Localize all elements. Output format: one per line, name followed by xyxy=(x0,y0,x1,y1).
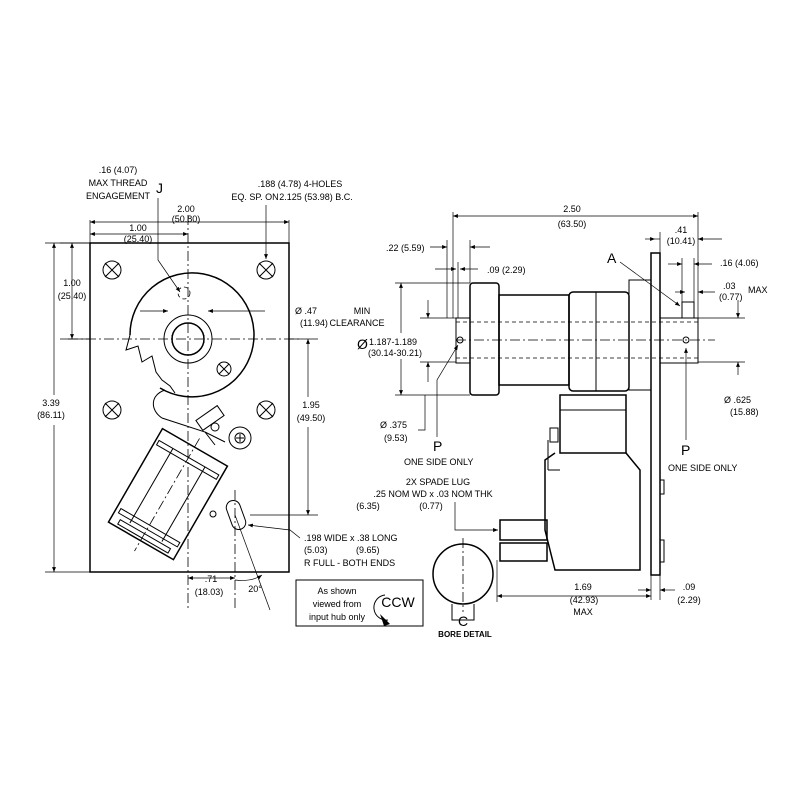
spade-lug-1 xyxy=(499,519,548,541)
motor-can xyxy=(559,394,627,454)
dim-flange-offset: .41 xyxy=(675,225,688,235)
dim-width-2-00-mm: (50.80) xyxy=(172,214,201,224)
label-j: J xyxy=(156,180,163,196)
linkage-block xyxy=(195,404,225,432)
note-line-3: input hub only xyxy=(309,612,366,622)
dim-holes-dia: .188 (4.78) 4-HOLES xyxy=(258,179,343,189)
dim-slot-width-mm: (5.03) xyxy=(304,545,328,555)
dim-length-2-50-mm: (63.50) xyxy=(558,219,587,229)
dim-spade-width-mm: (6.35) xyxy=(356,501,380,511)
dim-width-2-00: 2.00 xyxy=(177,204,195,214)
dim-depth: 1.69 xyxy=(574,582,592,592)
dim-length-2-50: 2.50 xyxy=(563,204,581,214)
label-a: A xyxy=(607,250,617,266)
gear-housing-rear xyxy=(568,291,630,392)
mounting-plate xyxy=(89,242,290,573)
label-eq-sp: EQ. SP. ON xyxy=(231,192,278,202)
dim-shaft-dia: Ø .625 xyxy=(724,395,751,405)
side-view: 2.50 (63.50) .41 (10.41) A .16 (4.06) .0… xyxy=(356,204,767,639)
label-c: C xyxy=(458,613,468,629)
dim-bolt-circle: 2.125 (53.98) B.C. xyxy=(279,192,353,202)
note-line-1: As shown xyxy=(317,586,356,596)
shaft-key xyxy=(681,301,695,319)
dim-flange-thk-mm: (2.29) xyxy=(677,595,701,605)
spade-lug-2 xyxy=(499,542,548,562)
corner-hole-tl xyxy=(102,260,122,280)
dim-key-width: .16 (4.06) xyxy=(720,258,759,268)
dim-center-to-slot: 1.95 xyxy=(302,400,320,410)
dim-angle: 20° xyxy=(248,584,262,594)
dim-hub-step: .22 (5.59) xyxy=(386,243,425,253)
label-ccw: CCW xyxy=(381,594,415,610)
side-mounting-plate xyxy=(650,252,661,576)
hub-flange xyxy=(469,282,500,396)
label-r-full: R FULL - BOTH ENDS xyxy=(304,558,395,568)
label-clearance: CLEARANCE xyxy=(329,318,384,328)
label-max-flat: MAX xyxy=(748,285,768,295)
dim-pilot-dia: 1.187-1.189 xyxy=(369,337,417,347)
dim-flange-offset-mm: (10.41) xyxy=(667,236,696,246)
label-p-left: P xyxy=(433,438,442,454)
motor-bracket xyxy=(544,452,641,571)
dim-top-to-center-mm: (25.40) xyxy=(58,291,87,301)
label-one-side-only-left: ONE SIDE ONLY xyxy=(404,457,473,467)
pivot-boss xyxy=(228,426,252,450)
front-view: 2.00 (50.80) 1.00 (25.40) .16 (4.07) MAX… xyxy=(33,165,398,611)
label-p-right: P xyxy=(681,442,690,458)
dim-slot-offset: .71 xyxy=(205,574,218,584)
dim-spade-thk-mm: (0.77) xyxy=(419,501,443,511)
note-box xyxy=(295,579,424,627)
corner-hole-ml xyxy=(102,400,122,420)
bore-detail: C BORE DETAIL xyxy=(432,538,494,639)
threaded-hole xyxy=(177,286,191,300)
dim-hub-dia: Ø .47 xyxy=(295,306,317,316)
dim-slot-offset-mm: (18.03) xyxy=(195,587,224,597)
dim-hub-lip: .09 (2.29) xyxy=(487,265,526,275)
hub-pilot xyxy=(455,317,471,364)
dim-height-3-39-mm: (86.11) xyxy=(37,410,65,420)
dim-width-1-00: 1.00 xyxy=(129,223,147,233)
rotation-note: As shown viewed from input hub only CCW xyxy=(295,579,424,627)
gear-teeth-cut xyxy=(125,334,176,394)
linkage-arm xyxy=(152,389,216,446)
dim-flat-depth-mm: (0.77) xyxy=(719,292,743,302)
dia-symbol-pilot: Ø xyxy=(357,336,368,352)
label-max-thread: MAX THREAD xyxy=(89,178,148,188)
dim-width-1-00-mm: (25.40) xyxy=(124,234,153,244)
gear-disc xyxy=(129,272,255,398)
dim-top-to-center: 1.00 xyxy=(63,278,81,288)
label-one-side-only-right: ONE SIDE ONLY xyxy=(668,463,737,473)
label-bore-detail: BORE DETAIL xyxy=(438,630,492,639)
label-spade-lug: 2X SPADE LUG xyxy=(406,477,470,487)
hole-small-right xyxy=(216,361,232,377)
dim-pilot-dia-mm: (30.14-30.21) xyxy=(368,348,422,358)
label-min: MIN xyxy=(354,306,371,316)
output-shaft xyxy=(659,317,699,364)
dim-slot-size: .198 WIDE x .38 LONG xyxy=(304,533,398,543)
dim-hub-bore: Ø .375 xyxy=(380,420,407,430)
dim-height-3-39: 3.39 xyxy=(42,398,60,408)
motor-body xyxy=(107,427,229,561)
dim-thread-depth: .16 (4.07) xyxy=(99,165,138,175)
dim-center-to-slot-mm: (49.50) xyxy=(297,413,326,423)
dim-shaft-dia-mm: (15.88) xyxy=(730,407,759,417)
dim-depth-mm: (42.93) xyxy=(570,595,599,605)
dim-flange-thk: .09 xyxy=(683,582,696,592)
dim-slot-length-mm: (9.65) xyxy=(356,545,380,555)
mounting-slot xyxy=(225,499,247,531)
label-engagement: ENGAGEMENT xyxy=(86,191,151,201)
corner-hole-tr xyxy=(256,260,276,280)
corner-hole-mr xyxy=(256,400,276,420)
label-max-depth: MAX xyxy=(573,607,593,617)
dim-hub-bore-mm: (9.53) xyxy=(384,433,408,443)
dim-flat-depth: .03 xyxy=(723,281,736,291)
dim-spade-lug: .25 NOM WD x .03 NOM THK xyxy=(373,489,492,499)
dim-hub-dia-mm: (11.94) xyxy=(300,318,328,328)
note-line-2: viewed from xyxy=(313,599,362,609)
